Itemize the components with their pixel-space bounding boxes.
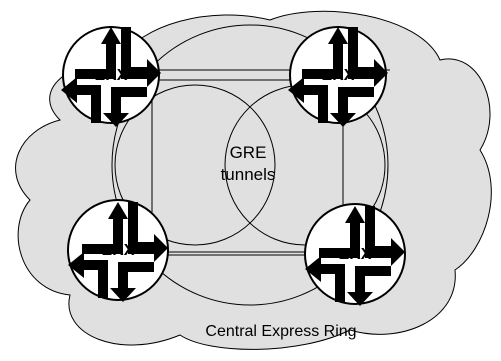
router-bottom-right: ERX xyxy=(304,203,406,306)
router-bottom-left: ERX xyxy=(67,199,169,302)
router-label: ERX xyxy=(322,67,355,84)
tunnels-label-line2: tunnels xyxy=(221,165,276,184)
tunnel-square xyxy=(151,79,344,253)
router-top-left: ERX xyxy=(61,26,161,127)
router-top-right: ERX xyxy=(288,26,388,127)
central-express-ring xyxy=(111,24,389,306)
ring-label: Central Express Ring xyxy=(205,323,356,340)
tunnel-arc-left xyxy=(114,84,276,246)
router-label: ERX xyxy=(102,242,135,259)
tunnels-label-line1: GRE xyxy=(230,143,267,162)
router-label: ERX xyxy=(95,67,128,84)
router-label: ERX xyxy=(339,246,372,263)
